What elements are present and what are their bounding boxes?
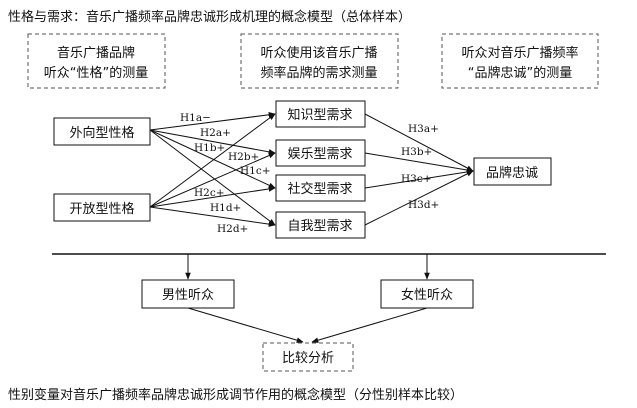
label-h3d: H3d+: [408, 199, 439, 211]
node-male: 男性听众: [162, 288, 214, 303]
edge-h3a: [364, 113, 474, 172]
edge-h2b: [149, 152, 276, 208]
needs-measure-line2: 频率品牌的需求测量: [260, 65, 377, 81]
node-openness-box: [53, 193, 151, 222]
edge-h1a: [149, 112, 276, 131]
loyalty-measure-line2: “品牌忠诚”的测量: [468, 65, 572, 81]
node-social: 社交型需求: [287, 181, 352, 197]
node-entertainment-box: [275, 139, 366, 167]
node-male-box: [141, 279, 235, 309]
personality-measure-line2: 听众“性格”的测量: [44, 65, 148, 81]
node-self-box: [275, 211, 366, 239]
edge-h2a: [149, 113, 276, 208]
node-knowledge-box: [275, 100, 366, 128]
label-h1c: H1c+: [240, 165, 271, 177]
edge-h1b: [149, 129, 276, 155]
label-h2b: H2b+: [228, 151, 259, 163]
personality-measure-line1: 音乐广播品牌: [57, 45, 135, 61]
node-brand-loyalty-box: [473, 157, 552, 186]
node-extraversion: 外向型性格: [69, 125, 134, 141]
diagram-caption: 性别变量对音乐广播频率品牌忠诚形成调节作用的概念模型（分性别样本比较）: [8, 387, 463, 403]
label-h3c: H3c+: [401, 173, 432, 185]
edge-h2d: [149, 206, 276, 227]
node-compare-box: [262, 342, 354, 372]
label-h3a: H3a+: [408, 123, 439, 135]
node-entertainment: 娱乐型需求: [287, 147, 352, 162]
edge-h2c: [149, 186, 276, 208]
edge-male-to-compare: [187, 307, 304, 343]
node-compare: 比较分析: [282, 351, 334, 366]
loyalty-measure-box: [441, 33, 599, 89]
node-female: 女性听众: [401, 287, 453, 303]
edge-female-to-compare: [311, 307, 428, 343]
diagram-title: 性格与需求：音乐广播频率品牌忠诚形成机理的概念模型（总体样本）: [8, 9, 411, 25]
node-openness: 开放型性格: [69, 201, 134, 217]
edge-h3b: [364, 152, 474, 173]
needs-measure-line1: 听众使用该音乐广播: [260, 45, 377, 61]
loyalty-measure-line1: 听众对音乐广播频率: [461, 45, 578, 61]
edge-h3d: [364, 170, 474, 226]
needs-measure-box: [240, 33, 399, 89]
node-self: 自我型需求: [287, 219, 352, 234]
label-h1a: H1a−: [180, 112, 211, 124]
label-h1d: H1d+: [210, 202, 241, 214]
label-h2a: H2a+: [200, 127, 231, 139]
node-female-box: [380, 279, 474, 309]
label-h1b: H1b+: [194, 142, 225, 154]
label-h2d: H2d+: [217, 223, 248, 235]
node-social-box: [275, 174, 366, 202]
edge-h3c: [364, 169, 474, 189]
node-extraversion-box: [53, 117, 151, 146]
edge-h1c: [149, 129, 276, 189]
node-brand-loyalty: 品牌忠诚: [486, 165, 538, 181]
label-h2c: H2c+: [194, 187, 225, 199]
personality-measure-box: [27, 33, 166, 89]
label-h3b: H3b+: [401, 146, 432, 158]
node-knowledge: 知识型需求: [287, 107, 352, 123]
edge-h1d: [149, 129, 276, 226]
